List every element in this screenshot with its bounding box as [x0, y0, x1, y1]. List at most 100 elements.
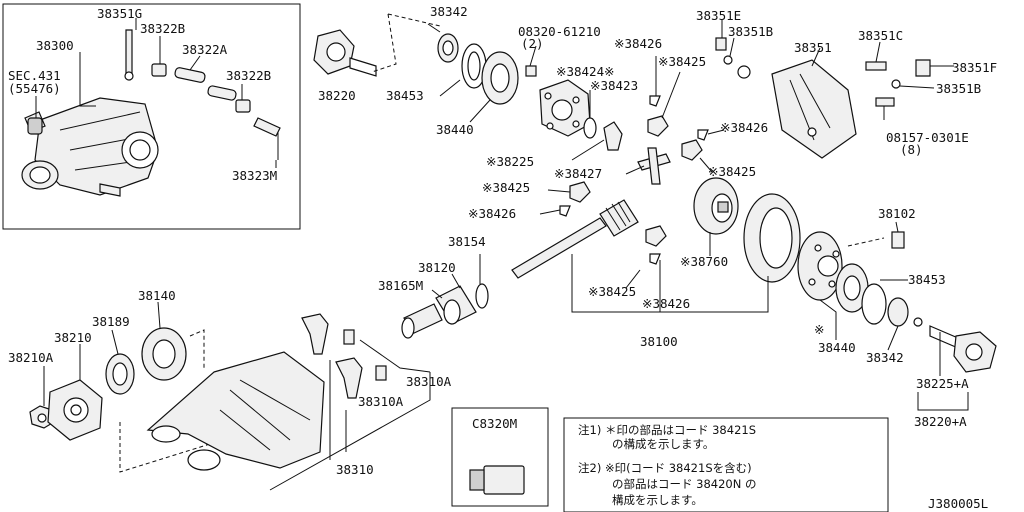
leader-38440-b: [819, 299, 837, 340]
leader-38351B-b: [899, 85, 935, 89]
collapsible-spacer-38165M: [401, 303, 443, 339]
notes-box: [563, 417, 889, 512]
leader-38300: [79, 52, 96, 107]
shim-38154: [475, 283, 489, 309]
label-38425-c: ※38425: [708, 164, 756, 179]
label-38322B-a: 38322B: [140, 21, 185, 36]
pinion-shaft-38427: [637, 147, 671, 185]
breather-parts-inset: [124, 29, 281, 160]
label-8: (8): [900, 142, 923, 157]
leader-38425-a: [661, 71, 681, 119]
notes: 注1) ＊印の部品はコード 38421S の構成を示します。 注2) ※印(コー…: [578, 423, 757, 507]
bolt-08157: [875, 97, 895, 107]
diff-assembly-inset: [21, 97, 159, 197]
leader-38425-d: [625, 269, 641, 289]
thrust-washer-38423: [583, 117, 597, 139]
ring-gear: [743, 193, 801, 283]
bearing-38440: [481, 51, 519, 105]
leader-38426-c: [539, 209, 561, 215]
oil-seal-38342: [437, 33, 459, 63]
leader-38102: [895, 221, 899, 233]
leader-38425-b: [547, 189, 571, 193]
label-38425-d: ※38425: [588, 284, 636, 299]
label-38426-b: ※38426: [720, 120, 768, 135]
label-star-a: ※: [604, 64, 614, 79]
note-1-line-2: の構成を示します。: [612, 437, 714, 451]
flange-38210: [47, 379, 103, 441]
label-sec431: SEC.431: [8, 68, 61, 83]
leader-38322A: [189, 55, 201, 71]
note-1-line-1: 注1) ＊印の部品はコード 38421S: [578, 423, 756, 437]
label-38351: 38351: [794, 40, 832, 55]
label-C8320M: C8320M: [472, 416, 517, 431]
label-38322A: 38322A: [182, 42, 228, 57]
bracket-38100: [571, 254, 769, 313]
leader-38351C: [875, 41, 881, 63]
washer-38351B-b: [891, 79, 901, 89]
bearing-38140: [141, 327, 187, 381]
dash-left-front: [119, 329, 211, 473]
washer-38426: [649, 95, 661, 107]
label-38351B-a: 38351B: [728, 24, 773, 39]
label-38351G: 38351G: [97, 6, 142, 21]
leader-38120: [451, 273, 461, 289]
label-38210: 38210: [54, 330, 92, 345]
label-38300: 38300: [36, 38, 74, 53]
washer-38426-d: [649, 253, 661, 265]
label-38342-b: 38342: [866, 350, 904, 365]
label-38225A: 38225+A: [916, 376, 969, 391]
note-2-line-1: 注2) ※印(コード 38421Sを含む): [578, 461, 752, 475]
label-38426-c: ※38426: [468, 206, 516, 221]
dash-38102: [847, 237, 885, 247]
rear-cover-38351: [771, 59, 857, 159]
leader-38426-b: [707, 129, 725, 135]
stud-38351C: [865, 61, 887, 71]
cap-bolt-b: [375, 365, 387, 381]
label-38100: 38100: [640, 334, 678, 349]
label-55476: (55476): [8, 81, 61, 96]
label-08157: 08157-0301E: [886, 130, 969, 145]
label-38220A: 38220+A: [914, 414, 967, 429]
label-38102: 38102: [878, 206, 916, 221]
label-38440-a: 38440: [436, 122, 474, 137]
diff-case-38424: [539, 79, 591, 137]
leader-38225: [571, 139, 605, 161]
dash-flange: [371, 13, 441, 73]
pinion-mate-38425-b: [681, 139, 703, 161]
label-38425-a: ※38425: [658, 54, 706, 69]
label-38351E: 38351E: [696, 8, 741, 23]
label-38225: ※38225: [486, 154, 534, 169]
label-38351F: 38351F: [952, 60, 997, 75]
bearing-38120: [435, 285, 477, 325]
label-38423: ※38423: [590, 78, 638, 93]
label-38310A-b: 38310A: [358, 394, 404, 409]
label-38351C: 38351C: [858, 28, 903, 43]
pinion-mate-38425-e: [645, 225, 667, 247]
label-38165M: 38165M: [378, 278, 423, 293]
label-38210A: 38210A: [8, 350, 54, 365]
label-38140: 38140: [138, 288, 176, 303]
label-38426-a: ※38426: [614, 36, 662, 51]
oil-seal-38342-b: [887, 297, 909, 327]
seal-38189: [105, 353, 135, 395]
plug-38351F: [915, 59, 931, 77]
washer-38426-c: [559, 205, 571, 217]
snap-ring: [913, 317, 923, 327]
leader-38140: [157, 301, 161, 329]
washer-38351B: [723, 55, 733, 65]
label-star-b: ※: [814, 322, 824, 337]
bearing-cap-upper: [301, 313, 329, 355]
label-38322B-b: 38322B: [226, 68, 271, 83]
leader-38427: [625, 165, 645, 175]
callout-labels: 38351G 38322B 38300 38322A SEC.431 (5547…: [8, 4, 997, 477]
label-38189: 38189: [92, 314, 130, 329]
leader-38440: [469, 99, 491, 123]
label-38310: 38310: [336, 462, 374, 477]
diagram-id: J380005L: [928, 496, 988, 511]
diff-carrier-38310: [146, 351, 325, 471]
leader-38351B-a: [729, 37, 735, 57]
leader-08320: [529, 45, 537, 67]
plug-38351E: [715, 37, 727, 51]
